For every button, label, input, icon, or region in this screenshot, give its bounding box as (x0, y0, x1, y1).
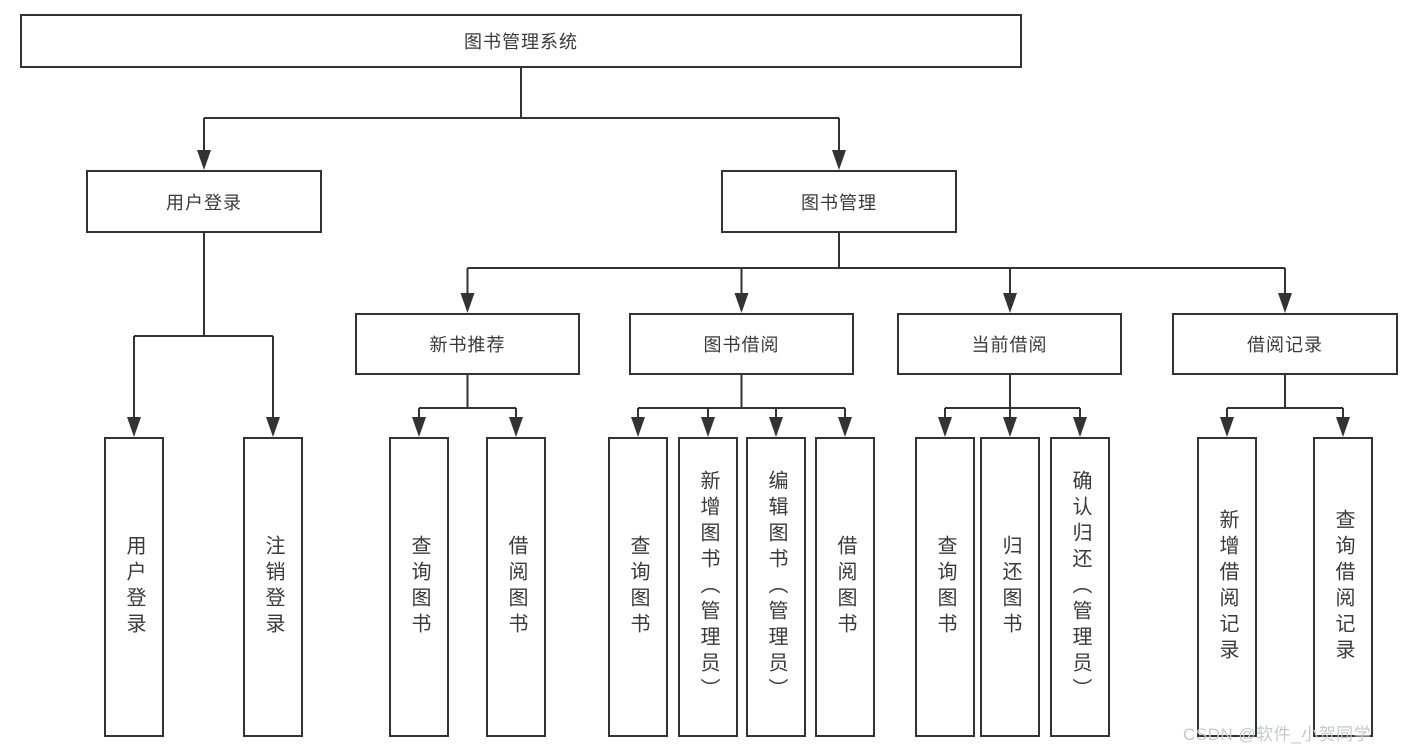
node-library-management-system: 图书管理系统 (20, 14, 1022, 68)
connector-book-mgmt-to-modules (460, 233, 1292, 313)
arrowhead (769, 417, 783, 437)
node-label: 查询借阅记录 (1332, 509, 1354, 665)
connector-current-borrow-to-children (938, 375, 1087, 437)
node-label: 查询图书 (408, 535, 430, 639)
node-label: 借阅记录 (1247, 335, 1323, 355)
leaf-query-borrow-record: 查询借阅记录 (1313, 437, 1373, 737)
leaf-query-books-current: 查询图书 (915, 437, 975, 737)
node-label: 注销登录 (262, 535, 284, 639)
leaf-add-books-admin: 新增图书（管理员） (678, 437, 738, 737)
arrowhead (734, 293, 749, 313)
connector-root-to-level2 (197, 68, 846, 170)
leaf-logout: 注销登录 (243, 437, 303, 737)
node-user-login-branch: 用户登录 (86, 170, 322, 233)
node-label: 查询图书 (627, 535, 649, 639)
node-label: 编辑图书（管理员） (765, 470, 787, 704)
csdn-watermark: CSDN @软件_小贺同学 (1183, 725, 1372, 744)
leaf-borrow-books-recommend: 借阅图书 (486, 437, 546, 737)
node-label: 用户登录 (166, 192, 242, 213)
node-new-book-recommend: 新书推荐 (355, 313, 580, 375)
node-label: 借阅图书 (505, 535, 527, 639)
arrowhead (1003, 417, 1017, 437)
node-label: 图书借阅 (703, 335, 780, 355)
leaf-return-books: 归还图书 (980, 437, 1040, 737)
node-current-borrowing: 当前借阅 (897, 313, 1122, 375)
arrowhead (701, 417, 715, 437)
arrowhead (127, 417, 141, 437)
leaf-edit-books-admin: 编辑图书（管理员） (746, 437, 806, 737)
arrowhead (832, 150, 846, 170)
arrowhead (1073, 417, 1087, 437)
connector-user-login-to-children (127, 233, 280, 437)
node-label: 归还图书 (999, 535, 1021, 639)
arrowhead (1336, 417, 1350, 437)
node-label: 查询图书 (934, 535, 956, 639)
arrowhead (266, 417, 280, 437)
arrowhead (197, 150, 211, 170)
arrowhead (1220, 417, 1234, 437)
leaf-query-books-recommend: 查询图书 (389, 437, 449, 737)
arrowhead (838, 417, 852, 437)
node-label: 图书管理 (801, 192, 877, 213)
connector-book-borrow-to-children (631, 375, 852, 437)
node-borrowing-records: 借阅记录 (1172, 313, 1398, 375)
leaf-confirm-return-admin: 确认归还（管理员） (1050, 437, 1110, 737)
leaf-query-books-borrow: 查询图书 (608, 437, 668, 737)
arrowhead (1278, 293, 1292, 313)
arrowhead (1003, 293, 1017, 313)
node-label: 借阅图书 (834, 535, 856, 639)
leaf-borrow-books: 借阅图书 (815, 437, 875, 737)
node-book-borrowing: 图书借阅 (629, 313, 854, 375)
node-label: 当前借阅 (971, 335, 1048, 355)
leaf-add-borrow-record: 新增借阅记录 (1197, 437, 1257, 737)
connector-new-book-to-children (412, 375, 523, 437)
node-label: 图书管理系统 (464, 32, 578, 52)
node-label: 确认归还（管理员） (1069, 470, 1091, 704)
connector-records-to-children (1220, 375, 1350, 437)
node-label: 用户登录 (123, 535, 145, 639)
node-label: 新增借阅记录 (1216, 509, 1238, 665)
leaf-user-login: 用户登录 (104, 437, 164, 737)
arrowhead (938, 417, 952, 437)
arrowhead (460, 293, 475, 313)
node-label: 新增图书（管理员） (697, 470, 719, 704)
arrowhead (631, 417, 645, 437)
node-label: 新书推荐 (429, 335, 506, 355)
arrowhead (509, 417, 523, 437)
node-book-management-branch: 图书管理 (721, 170, 957, 233)
arrowhead (412, 417, 426, 437)
